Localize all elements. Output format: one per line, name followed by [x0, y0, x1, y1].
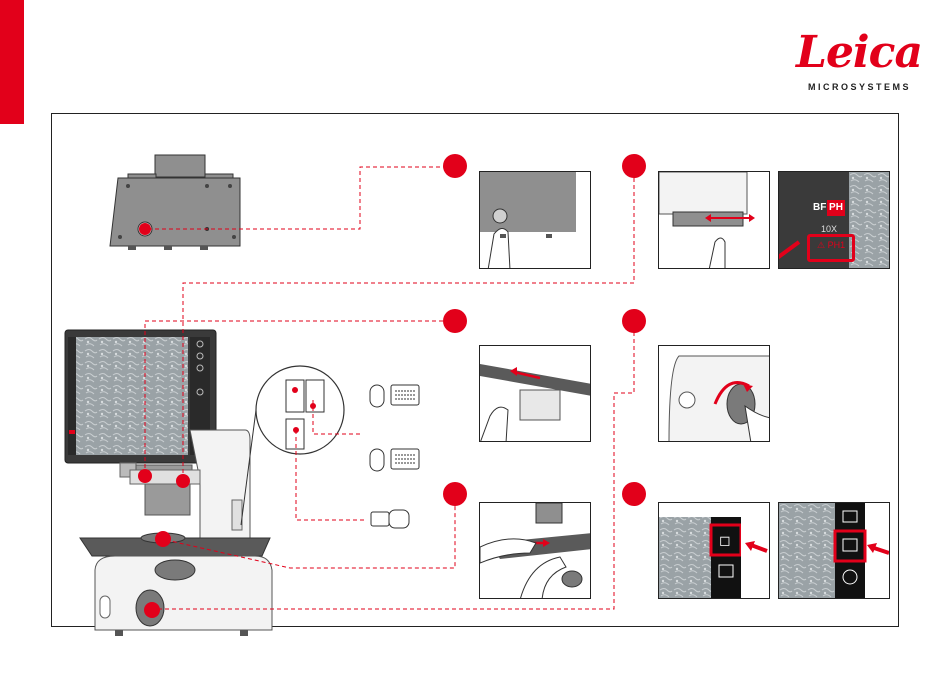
slider-illustration: [659, 172, 770, 269]
mouse-icon: [370, 385, 384, 407]
objective-label: 10X: [821, 224, 837, 234]
camera-icon[interactable]: ◻: [719, 533, 731, 547]
mouse-icon: [370, 449, 384, 471]
step-badge-2: [622, 154, 646, 178]
panel-capture: ◻: [658, 502, 770, 599]
warning-label: ⚠ PH1: [817, 240, 845, 251]
step-badge-5: [443, 482, 467, 506]
panel-mode-screen: BF PH 10X ⚠ PH1: [778, 171, 890, 269]
peripheral-icons: [370, 385, 419, 528]
panel-gallery: [778, 502, 890, 599]
step-badge-6: [622, 482, 646, 506]
step-badge-4: [622, 309, 646, 333]
panel-stage-hands: [479, 502, 591, 599]
panel-focus-knob: [658, 345, 770, 442]
step-badge-1: [443, 154, 467, 178]
power-button-illustration: [480, 172, 591, 269]
panel-slider: [658, 171, 770, 269]
panel-stage-push: [479, 345, 591, 442]
stage-push-illustration: [480, 346, 591, 442]
usb-stick-icon: [371, 512, 389, 526]
panel-power-button: [479, 171, 591, 269]
mode-bf-label[interactable]: BF: [813, 202, 826, 213]
stage-hands-illustration: [480, 503, 591, 599]
mode-ph-label[interactable]: PH: [827, 200, 845, 216]
warning-text: PH1: [828, 240, 846, 250]
monitor: [65, 330, 216, 477]
focus-knob-illustration: [659, 346, 770, 442]
capture-illustration: [659, 503, 770, 599]
microscope-rear-view: [110, 155, 240, 250]
step-badge-3: [443, 309, 467, 333]
warning-icon: ⚠: [817, 240, 825, 250]
gallery-illustration: [779, 503, 890, 599]
